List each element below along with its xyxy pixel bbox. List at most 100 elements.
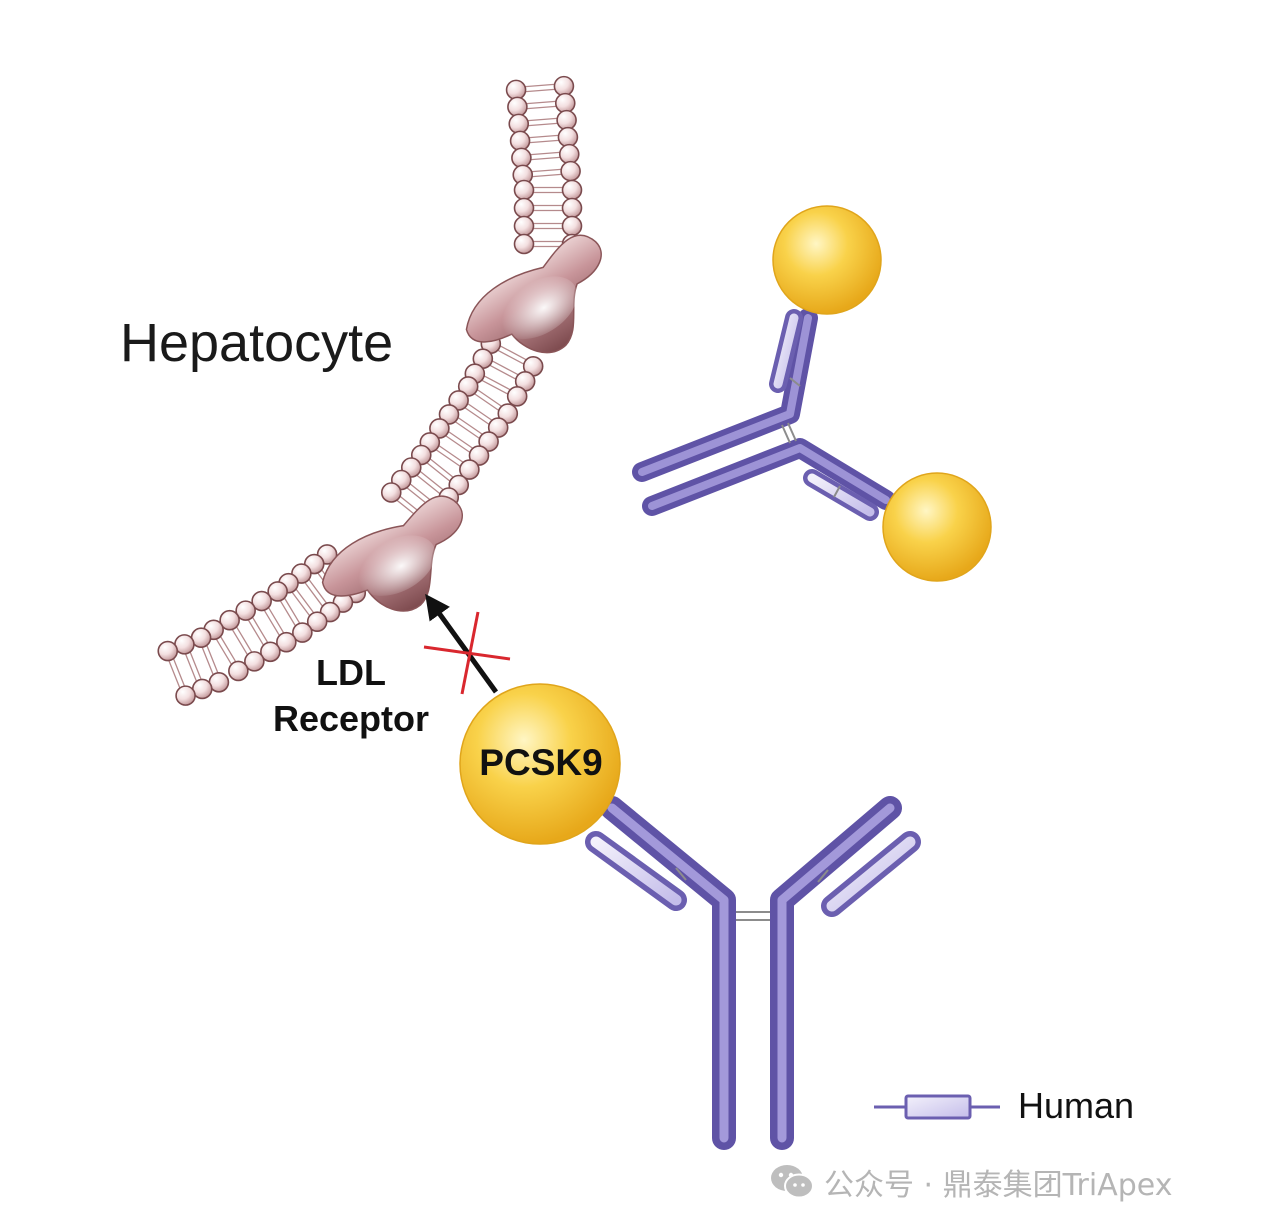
lipid-tail [247, 618, 265, 647]
lipid-head [511, 147, 532, 169]
lipid-tail [290, 590, 311, 618]
lipid-head [228, 660, 249, 682]
lipid-tail [525, 100, 558, 105]
lipid-tail [456, 416, 484, 436]
pcsk9-protein [459, 683, 621, 845]
lipid-tail [453, 420, 481, 440]
lipid-tail [235, 625, 253, 654]
lipid-tail [490, 359, 520, 376]
blocked-binding-arrow [425, 593, 499, 694]
lipid-tail [525, 105, 558, 110]
lipid-tail [184, 652, 198, 683]
lipid-head [505, 79, 527, 101]
lipid-head [487, 417, 509, 438]
lipid-tail [530, 173, 563, 178]
lipid-tail [283, 596, 301, 625]
lipid-tail [205, 643, 219, 675]
antibody-unbound [632, 205, 992, 582]
lipid-tail [231, 628, 249, 657]
lipid-tail [530, 168, 563, 173]
lipid-head [267, 581, 288, 602]
lipid-head [292, 622, 313, 643]
lipid-tail [307, 578, 328, 605]
lipid-head [513, 197, 535, 219]
lipid-tail [524, 88, 557, 93]
lipid-head [508, 113, 530, 135]
lipid-tail [527, 134, 560, 139]
hepatocyte-label: Hepatocyte [120, 313, 394, 373]
cell-membrane-bilayer [157, 75, 583, 706]
legend-human-label: Human [1018, 1085, 1135, 1126]
lipid-head [497, 403, 519, 424]
lipid-tail [251, 615, 269, 644]
lipid-tail [167, 659, 181, 690]
lipid-head [429, 418, 450, 439]
lipid-tail [263, 608, 281, 637]
lipid-tail [526, 117, 559, 122]
lipid-tail [447, 430, 475, 450]
lipid-tail [473, 392, 501, 412]
lipid-head [175, 685, 196, 706]
lipid-head [260, 641, 281, 663]
watermark: 公众号 · 鼎泰集团TriApex [770, 1160, 1172, 1204]
lipid-tail [215, 637, 233, 666]
lipid-head [513, 215, 535, 237]
ldl-receptor-upper [465, 234, 602, 354]
ldl-receptor-label-line1: LDL [316, 652, 386, 693]
lipid-tail [466, 402, 494, 422]
lipid-tail [526, 122, 559, 127]
lipid-head [513, 233, 535, 255]
lipid-head [251, 590, 272, 612]
lipid-tail [528, 139, 561, 144]
lipid-head [276, 631, 297, 653]
lipid-tail [219, 635, 237, 664]
lipid-head [380, 482, 402, 503]
lipid-head [244, 651, 265, 672]
antigen-top [772, 205, 882, 315]
lipid-tail [434, 448, 462, 468]
antigen-right [882, 472, 992, 582]
lipid-head [507, 96, 528, 118]
lipid-tail [488, 364, 518, 381]
lipid-head [560, 160, 581, 182]
lipid-head [219, 609, 240, 631]
lipid-tail [425, 461, 452, 483]
lipid-tail [480, 379, 510, 396]
lipid-tail [279, 599, 297, 628]
ldl-receptor-lower [321, 495, 463, 612]
lipid-tail [267, 606, 285, 635]
lipid-head [561, 179, 583, 201]
legend-human-swatch [874, 1094, 1000, 1120]
lipid-tail [189, 650, 203, 681]
lipid-head [457, 376, 479, 397]
lipid-head [509, 130, 531, 152]
lipid-tail [482, 374, 512, 391]
lipid-tail [523, 83, 556, 88]
lipid-tail [529, 151, 562, 156]
lipid-head [468, 445, 490, 466]
wechat-icon [771, 1165, 814, 1199]
lipid-head [554, 92, 576, 114]
lipid-head [448, 390, 469, 411]
lipid-head [557, 126, 579, 148]
lipid-head [513, 179, 535, 201]
lipid-head [506, 385, 528, 407]
lipid-head [556, 109, 577, 131]
lipid-tail [303, 581, 324, 608]
lipid-tail [418, 470, 445, 492]
lipid-head [438, 404, 460, 425]
lipid-head [459, 459, 480, 480]
lipid-tail [529, 156, 562, 161]
lipid-head [553, 75, 575, 97]
lipid-head [157, 640, 179, 662]
ldl-receptor-label-line2: Receptor [272, 698, 430, 739]
lipid-tail [463, 406, 491, 426]
lipid-tail [172, 657, 186, 688]
lipid-head [561, 215, 583, 237]
lipid-head [478, 431, 499, 452]
lipid-head [306, 611, 328, 632]
lipid-tail [201, 645, 215, 677]
lipid-tail [475, 388, 503, 408]
lipid-tail [498, 344, 528, 361]
